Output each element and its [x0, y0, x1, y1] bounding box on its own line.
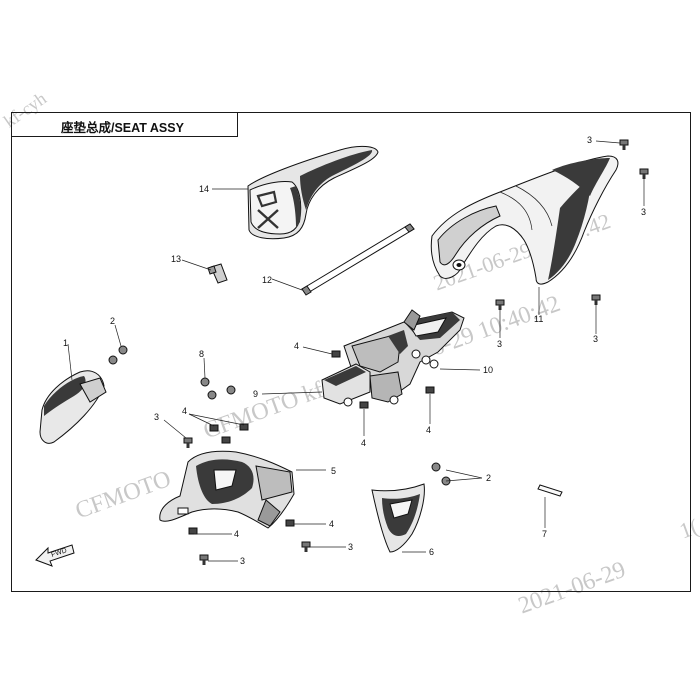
callout-4-fender-right: 4 [329, 519, 334, 529]
callout-13: 13 [171, 254, 181, 264]
callout-10: 10 [483, 365, 493, 375]
callout-3-bottom: 3 [240, 556, 245, 566]
part-11-tail-cover [430, 155, 619, 285]
callout-3-tail-left: 3 [497, 339, 502, 349]
callout-3-tail-right: 3 [593, 334, 598, 344]
leader-lines [67, 140, 645, 562]
callout-3-right: 3 [641, 207, 646, 217]
diagram-frame [11, 112, 691, 592]
callout-4-fender-left: 4 [234, 529, 239, 539]
fwd-label: FWD [50, 547, 67, 559]
fwd-direction-arrow: FWD [35, 544, 75, 567]
callout-3-fender: 3 [154, 412, 159, 422]
part-6-lower-cover [371, 483, 425, 553]
part-14-seat [247, 145, 379, 240]
callout-4-lower-right: 4 [426, 425, 431, 435]
callout-5: 5 [331, 466, 336, 476]
callout-6: 6 [429, 547, 434, 557]
title-box [11, 112, 238, 137]
callout-12: 12 [262, 275, 272, 285]
callout-1: 1 [63, 338, 68, 348]
callout-2-left: 2 [110, 316, 115, 326]
callout-8: 8 [199, 349, 204, 359]
part-10-bracket [343, 309, 465, 395]
part-5-fender [159, 450, 295, 529]
callout-3-bolt-bottom: 3 [348, 542, 353, 552]
callout-2-right: 2 [486, 473, 491, 483]
callout-4-lower-left: 4 [361, 438, 366, 448]
callout-7: 7 [542, 529, 547, 539]
callout-9: 9 [253, 389, 258, 399]
part-13-pin [207, 263, 228, 284]
part-7-pad [537, 484, 563, 497]
part-1-side-cover [39, 370, 107, 444]
callout-4-fender-top: 4 [182, 406, 187, 416]
callout-numbers: 1 2 2 3 3 3 3 3 3 4 4 4 4 4 4 4 5 6 7 8 … [63, 135, 646, 566]
fasteners [108, 139, 649, 565]
callout-11: 11 [534, 314, 543, 324]
callout-3-top: 3 [587, 135, 592, 145]
part-12-strap [301, 223, 415, 296]
diagram-title: 座垫总成/SEAT ASSY [61, 121, 184, 135]
callout-14: 14 [199, 184, 209, 194]
part-9-bracket-block [321, 363, 403, 407]
callout-4-bracket: 4 [294, 341, 299, 351]
